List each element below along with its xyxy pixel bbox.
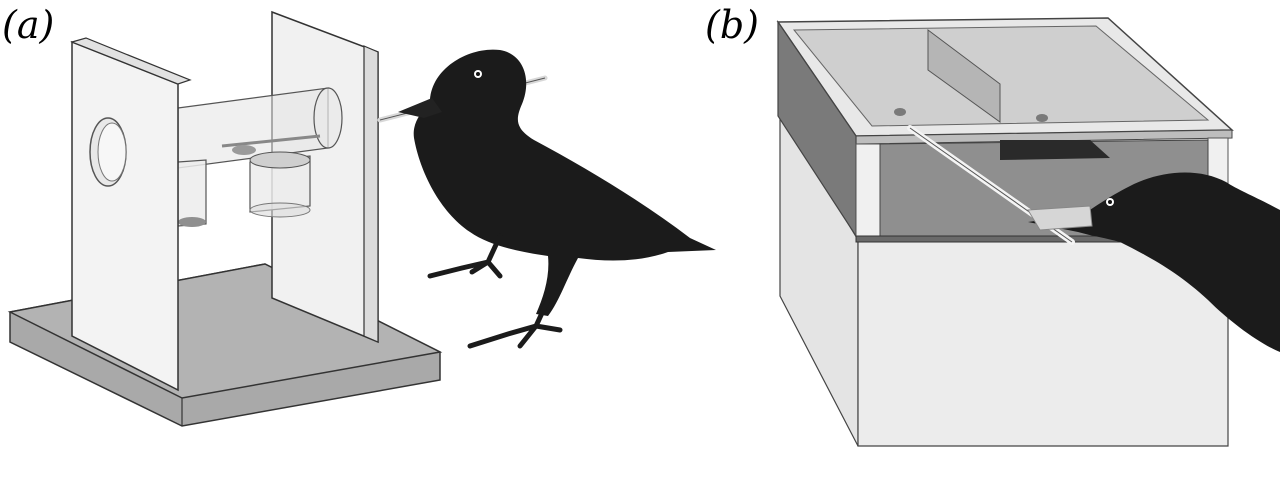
box-lid (776, 17, 1234, 145)
crow-b (1027, 172, 1280, 352)
crow-a (398, 49, 716, 349)
front-board (70, 37, 192, 392)
panel-label-b: (b) (705, 3, 759, 47)
panel-b-illustration (776, 17, 1280, 447)
transparent-tube (177, 87, 343, 169)
panel-a-illustration (7, 10, 716, 427)
panel-label-a: (a) (2, 3, 55, 47)
right-cup (249, 151, 311, 218)
left-cup (177, 159, 207, 227)
